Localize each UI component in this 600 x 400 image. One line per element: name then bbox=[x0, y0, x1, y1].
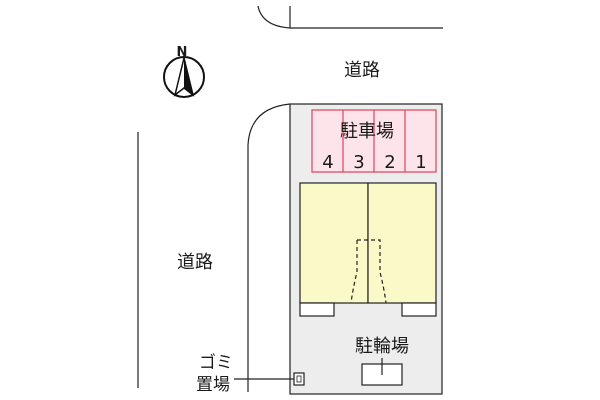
garbage-label-top: ゴミ bbox=[199, 352, 233, 373]
garbage-bin-inner bbox=[296, 375, 302, 383]
building bbox=[299, 182, 437, 317]
garbage-label-bottom: 置場 bbox=[196, 375, 230, 395]
building-unit-left bbox=[299, 182, 369, 304]
west-road-near-edge bbox=[247, 103, 291, 392]
building-unit-right bbox=[367, 182, 437, 304]
bicycle-parking-label: 駐輪場 bbox=[355, 336, 409, 357]
compass-north-label: N bbox=[177, 45, 188, 60]
parking-label: 駐車場 bbox=[340, 121, 394, 142]
stairs-outline bbox=[350, 239, 387, 304]
entrance-step-left bbox=[299, 302, 335, 317]
parking-area: 駐車場 4 3 2 1 bbox=[311, 109, 437, 173]
parking-space-number: 4 bbox=[322, 152, 333, 173]
north-road-edge bbox=[257, 5, 443, 29]
west-road-label: 道路 bbox=[177, 252, 213, 273]
parking-space-number: 2 bbox=[384, 152, 395, 173]
bicycle-parking: 駐輪場 bbox=[355, 336, 409, 386]
garbage-area: ゴミ 置場 bbox=[196, 352, 305, 395]
entrance-step-right bbox=[401, 302, 437, 317]
garbage-bin-icon bbox=[293, 372, 305, 386]
compass: N bbox=[163, 45, 205, 98]
north-road-label: 道路 bbox=[344, 60, 380, 81]
parking-space-number: 1 bbox=[415, 152, 426, 173]
parking-space-number: 3 bbox=[353, 152, 364, 173]
north-arrow-icon bbox=[163, 56, 205, 98]
